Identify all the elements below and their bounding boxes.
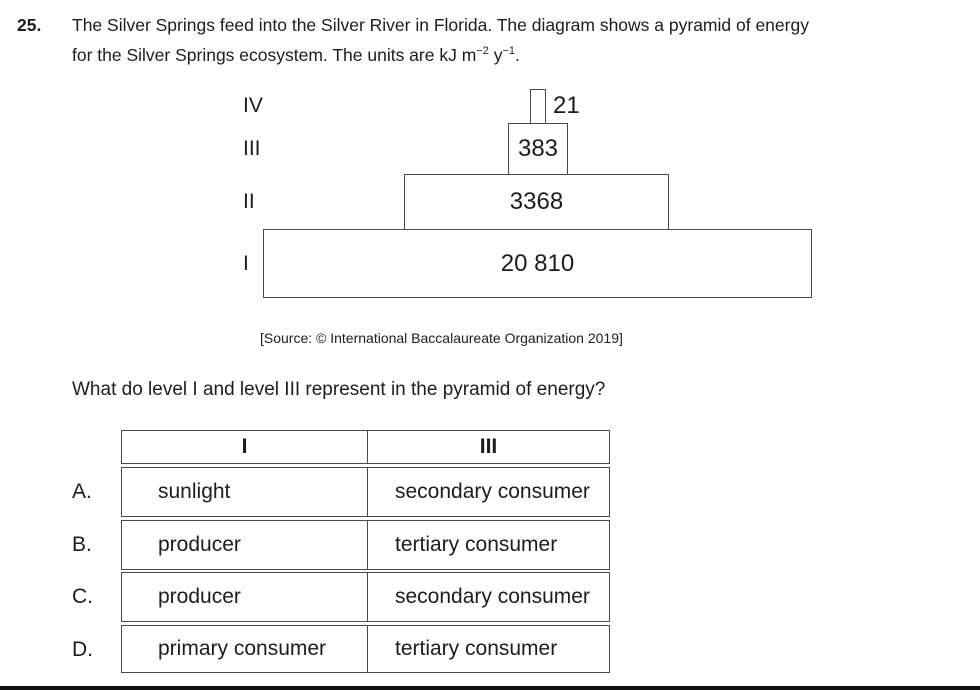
- option-letter-d: D.: [72, 638, 93, 661]
- header-col-1: I: [122, 431, 368, 463]
- intro-line-2: for the Silver Springs ecosystem. The un…: [72, 38, 972, 68]
- answer-c-level-3: secondary consumer: [395, 585, 590, 608]
- pyramid-value-level-3: 383: [517, 135, 559, 162]
- pyramid-value-level-2: 3368: [509, 188, 564, 215]
- page-bottom-edge: [0, 686, 980, 690]
- pyramid-box-level-1: 20 810: [263, 229, 812, 298]
- answer-d-level-3: tertiary consumer: [395, 637, 558, 660]
- units-text-pre: for the Silver Springs ecosystem. The un…: [72, 44, 477, 65]
- answer-row-d: primary consumer tertiary consumer: [121, 625, 610, 673]
- option-letter-a: A.: [72, 480, 92, 503]
- pyramid-label-level-1: I: [243, 251, 249, 275]
- units-superscript-2: −1: [502, 45, 515, 57]
- answer-b-level-1: producer: [122, 521, 368, 569]
- question-number: 25.: [17, 15, 42, 35]
- pyramid-value-level-4: 21: [553, 92, 580, 119]
- pyramid-value-level-1: 20 810: [500, 249, 575, 277]
- source-attribution: [Source: © International Baccalaureate O…: [260, 330, 623, 346]
- units-text-post: .: [515, 44, 520, 65]
- pyramid-label-level-2: II: [243, 189, 255, 213]
- answer-b-level-3: tertiary consumer: [395, 533, 558, 556]
- pyramid-label-level-3: III: [243, 136, 261, 160]
- pyramid-label-level-4: IV: [243, 94, 263, 117]
- units-text-mid: y: [488, 44, 503, 65]
- pyramid-box-level-3: 383: [508, 123, 568, 175]
- answer-row-c: producer secondary consumer: [121, 572, 610, 622]
- pyramid-bar-level-4: [530, 89, 546, 124]
- pyramid-box-level-2: 3368: [404, 174, 669, 230]
- answer-a-level-1: sunlight: [122, 468, 368, 516]
- option-letter-b: B.: [72, 533, 92, 556]
- question-intro: The Silver Springs feed into the Silver …: [72, 12, 972, 68]
- units-superscript-1: −2: [476, 45, 489, 57]
- answer-row-a: sunlight secondary consumer: [121, 467, 610, 517]
- option-letter-c: C.: [72, 585, 93, 608]
- answer-row-b: producer tertiary consumer: [121, 520, 610, 570]
- answer-table-header: I III: [121, 430, 610, 464]
- question-text: What do level I and level III represent …: [72, 379, 606, 400]
- answer-a-level-3: secondary consumer: [395, 480, 590, 503]
- answer-c-level-1: producer: [122, 573, 368, 621]
- answer-d-level-1: primary consumer: [122, 626, 368, 672]
- intro-line-1: The Silver Springs feed into the Silver …: [72, 15, 809, 35]
- header-col-3: III: [479, 435, 498, 458]
